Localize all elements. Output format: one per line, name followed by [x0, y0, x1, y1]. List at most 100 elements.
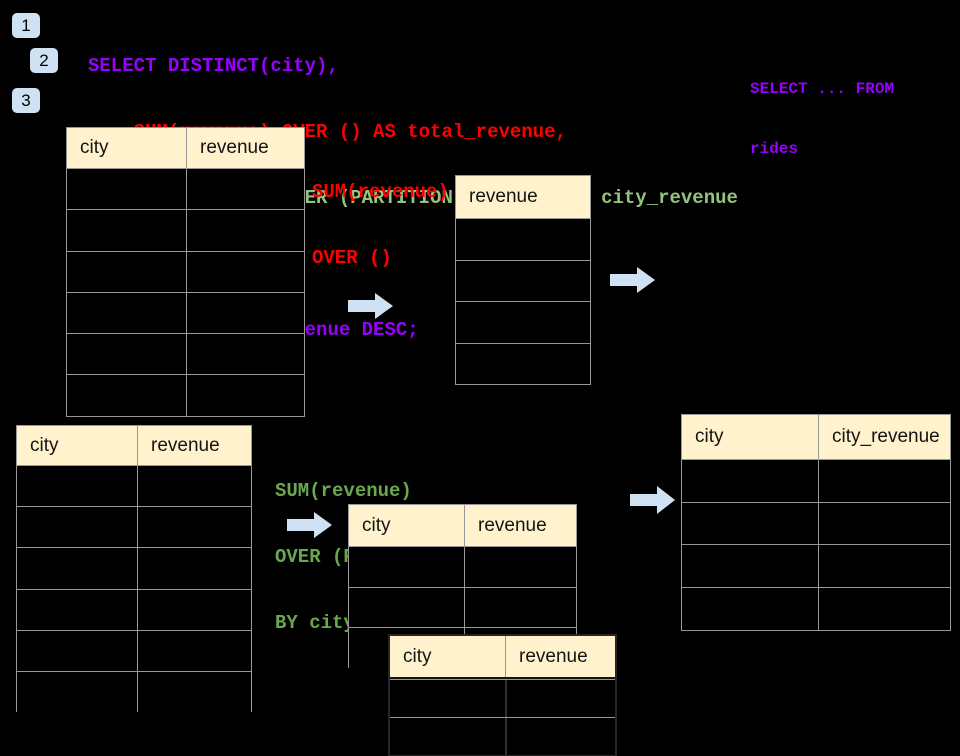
table-header-row: city revenue — [349, 505, 576, 546]
step-badge-2: 2 — [30, 48, 58, 73]
table-cell — [17, 630, 137, 671]
table-cell — [137, 589, 251, 630]
column-header-city: city — [349, 505, 464, 546]
table-row — [17, 465, 251, 507]
table-cell — [505, 718, 615, 755]
table-cell — [67, 292, 186, 334]
table-cell — [186, 251, 304, 292]
table-row — [390, 679, 615, 717]
table-header-row: city revenue — [390, 636, 615, 679]
table-row — [456, 218, 590, 260]
table-row — [349, 546, 576, 587]
table-row — [67, 168, 304, 210]
table-cell — [17, 589, 137, 630]
table-row — [67, 374, 304, 416]
table-cell — [186, 334, 304, 375]
table-cell — [682, 545, 818, 588]
side-note-line-2: rides — [750, 140, 799, 158]
table-cell — [137, 466, 251, 507]
table-cell — [137, 630, 251, 671]
table-revenue-projection: revenue — [455, 175, 591, 385]
right-arrow-icon — [348, 293, 393, 319]
table-row — [682, 544, 950, 588]
table-cell — [456, 219, 590, 260]
table-cell — [137, 548, 251, 589]
table-row — [67, 209, 304, 251]
table-cell — [390, 680, 505, 717]
table-header-row: revenue — [456, 176, 590, 218]
table-cell — [137, 671, 251, 713]
table-row — [390, 717, 615, 755]
table-cell — [818, 460, 950, 502]
table-cell — [682, 588, 818, 630]
table-cell — [456, 260, 590, 301]
label-total-line-2: OVER () — [312, 247, 392, 269]
table-cell — [349, 547, 464, 587]
table-cell — [464, 547, 576, 587]
label-total-line-1: SUM(revenue) — [312, 181, 449, 203]
column-header-revenue: revenue — [137, 426, 251, 465]
table-row — [17, 670, 251, 713]
table-cell — [456, 343, 590, 384]
table-row — [456, 259, 590, 301]
table-cell — [505, 680, 615, 717]
table-row — [17, 588, 251, 630]
table-row — [67, 291, 304, 334]
table-cell — [349, 587, 464, 627]
table-header-row: city revenue — [67, 128, 304, 168]
table-cell — [17, 507, 137, 548]
slide-canvas: { "colors": { "background": "#000000", "… — [12, 13, 951, 756]
table-result-city-revenue: city city_revenue — [681, 414, 951, 631]
table-cell — [67, 375, 186, 416]
table-cell — [67, 251, 186, 292]
table-row — [67, 250, 304, 292]
table-cell — [186, 210, 304, 251]
side-note-line-1: SELECT ... FROM — [750, 80, 895, 98]
column-header-revenue: revenue — [464, 505, 576, 546]
table-cell — [17, 466, 137, 507]
table-cell — [818, 545, 950, 588]
column-header-revenue: revenue — [456, 176, 590, 218]
table-cell — [17, 548, 137, 589]
table-header-row: city city_revenue — [682, 415, 950, 459]
table-cell — [67, 210, 186, 251]
table-row — [456, 342, 590, 384]
table-cell — [390, 718, 505, 755]
step-badge-3: 3 — [12, 88, 40, 113]
table-row — [456, 301, 590, 343]
table-rides-source-bottom: city revenue — [16, 425, 252, 713]
right-arrow-icon — [610, 267, 655, 293]
code-line-select: SELECT DISTINCT(city), — [88, 55, 339, 77]
label-sum-over-total: SUM(revenue) OVER () — [312, 137, 449, 291]
table-cell — [186, 292, 304, 334]
right-arrow-icon — [287, 512, 332, 538]
table-cell — [464, 587, 576, 627]
label-partition-line-1: SUM(revenue) — [275, 480, 412, 502]
table-cell — [682, 502, 818, 545]
column-header-city-revenue: city_revenue — [818, 415, 950, 459]
column-header-city: city — [682, 415, 818, 459]
column-header-revenue: revenue — [505, 636, 615, 677]
table-header-row: city revenue — [17, 426, 251, 465]
table-cell — [186, 375, 304, 416]
table-cell — [818, 502, 950, 545]
table-cell — [67, 169, 186, 210]
column-header-city: city — [67, 128, 186, 168]
table-cell — [67, 334, 186, 375]
table-row — [682, 501, 950, 545]
column-header-city: city — [390, 636, 505, 677]
table-rides-source-top: city revenue — [66, 127, 305, 417]
right-arrow-icon — [630, 486, 675, 514]
table-cell — [456, 302, 590, 343]
table-cell — [186, 169, 304, 210]
table-cell — [682, 460, 818, 502]
table-row — [17, 629, 251, 671]
table-partition-front: city revenue — [388, 634, 617, 756]
table-row — [17, 547, 251, 589]
table-cell — [137, 507, 251, 548]
table-cell — [818, 588, 950, 630]
step-badge-1: 1 — [12, 13, 40, 38]
table-row — [682, 587, 950, 630]
table-row — [349, 586, 576, 627]
table-cell — [17, 671, 137, 713]
